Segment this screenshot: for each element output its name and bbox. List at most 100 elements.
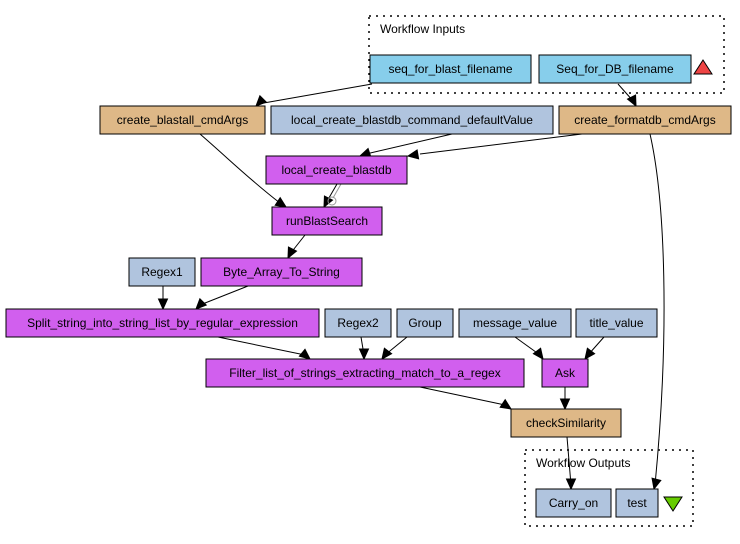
- arrowhead: [584, 347, 596, 360]
- data-link-message_value-to-Ask[interactable]: [514, 336, 544, 360]
- data-link-Seq_for_DB_filename-to-create_formatdb_cmdArgs[interactable]: [617, 83, 637, 108]
- arrowhead: [157, 298, 169, 311]
- node-label: Filter_list_of_strings_extracting_match_…: [229, 366, 500, 380]
- node-box: [205, 358, 525, 388]
- data-link-Group-to-Filter_list[interactable]: [381, 336, 408, 360]
- cluster-label: Workflow Inputs: [380, 22, 465, 36]
- arrowhead: [532, 347, 544, 360]
- node-runblastsearch[interactable]: runBlastSearch: [271, 206, 383, 236]
- arrowhead: [358, 348, 370, 361]
- node-box: [200, 257, 363, 287]
- arrowhead: [381, 347, 393, 360]
- data-link-Regex1-to-Split_string[interactable]: [157, 286, 169, 311]
- node-label: local_create_blastdb_command_defaultValu…: [291, 113, 533, 127]
- data-link-create_blastall_cmdArgs-to-runBlastSearch[interactable]: [199, 133, 288, 208]
- node-label: Regex1: [141, 265, 183, 279]
- node-label: runBlastSearch: [286, 214, 368, 228]
- output-triangle-icon: [663, 496, 683, 512]
- node-label: Regex2: [337, 316, 379, 330]
- node-byte-array-to-string[interactable]: Byte_Array_To_String: [200, 257, 363, 287]
- data-link-title_value-to-Ask[interactable]: [584, 336, 605, 360]
- node-label: title_value: [589, 316, 643, 330]
- node-message-value[interactable]: message_value: [458, 308, 572, 338]
- arrowhead: [274, 196, 288, 208]
- node-box: [369, 54, 532, 84]
- cluster-border: [524, 449, 694, 527]
- node-box: [558, 105, 732, 135]
- arrowhead: [255, 94, 268, 107]
- node-box: [270, 105, 554, 135]
- arrowhead: [406, 149, 420, 160]
- data-link-local_create_blastdb_command_defaultValue-to-local_create_blastdb[interactable]: [358, 133, 453, 158]
- control-link[interactable]: [327, 183, 342, 206]
- node-label: create_formatdb_cmdArgs: [574, 113, 715, 127]
- arrowhead: [499, 398, 513, 410]
- control-link-circle-head: [327, 196, 337, 206]
- node-checksimilarity[interactable]: checkSimilarity: [510, 408, 622, 438]
- arrowhead: [287, 246, 298, 260]
- arrowhead: [298, 348, 311, 360]
- node-ask[interactable]: Ask: [541, 358, 589, 388]
- node-label: seq_for_blast_filename: [388, 62, 512, 76]
- node-label: Byte_Array_To_String: [223, 265, 340, 279]
- node-label: test: [627, 496, 647, 510]
- node-seq-for-blast-filename[interactable]: seq_for_blast_filename: [369, 54, 532, 84]
- node-local-create-blastdb-command-defaultvalue[interactable]: local_create_blastdb_command_defaultValu…: [270, 105, 554, 135]
- node-box: [538, 54, 692, 84]
- node-label: create_blastall_cmdArgs: [117, 113, 248, 127]
- node-label: Split_string_into_string_list_by_regular…: [27, 316, 298, 330]
- data-link-Regex2-to-Filter_list[interactable]: [358, 336, 370, 361]
- node-label: Group: [408, 316, 442, 330]
- node-label: Ask: [555, 366, 576, 380]
- cluster-workflow-outputs: Workflow Outputs: [524, 449, 694, 527]
- arrowhead: [565, 478, 577, 491]
- cluster-workflow-inputs: Workflow Inputs: [368, 15, 725, 94]
- node-label: message_value: [473, 316, 557, 330]
- data-link-seq_for_blast_filename-to-create_blastall_cmdArgs[interactable]: [255, 83, 373, 107]
- node-group[interactable]: Group: [396, 308, 454, 338]
- node-label: Carry_on: [549, 496, 598, 510]
- arrowhead: [651, 477, 662, 491]
- node-label: checkSimilarity: [526, 416, 606, 430]
- node-filter-list[interactable]: Filter_list_of_strings_extracting_match_…: [205, 358, 525, 388]
- node-box: [324, 308, 392, 338]
- node-title-value[interactable]: title_value: [575, 308, 658, 338]
- node-box: [615, 488, 659, 518]
- data-link-Filter_list-to-checkSimilarity[interactable]: [419, 386, 513, 410]
- input-triangle-icon: [693, 59, 713, 75]
- node-label: local_create_blastdb: [281, 163, 391, 177]
- node-box: [99, 105, 266, 135]
- node-regex1[interactable]: Regex1: [128, 257, 196, 287]
- node-box: [510, 408, 622, 438]
- node-box: [265, 155, 408, 185]
- node-create-formatdb-cmdargs[interactable]: create_formatdb_cmdArgs: [558, 105, 732, 135]
- data-link-Byte_Array_To_String-to-Split_string[interactable]: [195, 285, 249, 310]
- node-test[interactable]: test: [615, 488, 659, 518]
- node-box: [541, 358, 589, 388]
- arrowhead: [195, 297, 208, 310]
- arrowhead: [626, 94, 637, 108]
- arrowhead: [559, 398, 571, 411]
- data-link-create_formatdb_cmdArgs-to-test[interactable]: [649, 133, 665, 491]
- node-box: [458, 308, 572, 338]
- node-local-create-blastdb[interactable]: local_create_blastdb: [265, 155, 408, 185]
- cluster-border: [368, 15, 725, 94]
- data-link-Ask-to-checkSimilarity[interactable]: [559, 387, 571, 411]
- data-link-checkSimilarity-to-Carry_on[interactable]: [565, 436, 577, 491]
- data-link-create_formatdb_cmdArgs-to-local_create_blastdb[interactable]: [406, 133, 583, 160]
- node-regex2[interactable]: Regex2: [324, 308, 392, 338]
- node-box: [128, 257, 196, 287]
- node-split-string[interactable]: Split_string_into_string_list_by_regular…: [5, 308, 320, 338]
- data-link-runBlastSearch-to-Byte_Array_To_String[interactable]: [287, 234, 306, 260]
- node-box: [5, 308, 320, 338]
- node-box: [271, 206, 383, 236]
- data-link-Split_string-to-Filter_list[interactable]: [217, 336, 311, 360]
- node-box: [396, 308, 454, 338]
- node-box: [575, 308, 658, 338]
- node-box: [535, 488, 612, 518]
- node-seq-for-db-filename[interactable]: Seq_for_DB_filename: [538, 54, 692, 84]
- node-carry-on[interactable]: Carry_on: [535, 488, 612, 518]
- cluster-label: Workflow Outputs: [536, 456, 630, 470]
- node-create-blastall-cmdargs[interactable]: create_blastall_cmdArgs: [99, 105, 266, 135]
